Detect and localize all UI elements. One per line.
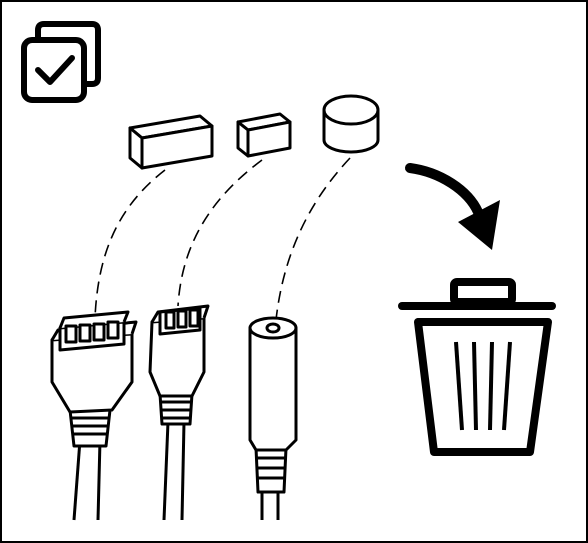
curved-arrow-icon <box>405 163 500 250</box>
checklist-icon <box>21 21 101 103</box>
dashed-guide-lines <box>94 157 351 321</box>
four-pin-connector <box>50 310 138 521</box>
wide-rectangular-cap <box>128 114 214 170</box>
small-rectangular-cap <box>236 112 292 158</box>
trash-can-icon <box>398 278 556 456</box>
round-cap <box>322 94 380 154</box>
round-jack-connector <box>248 316 298 520</box>
three-pin-connector <box>148 304 210 521</box>
